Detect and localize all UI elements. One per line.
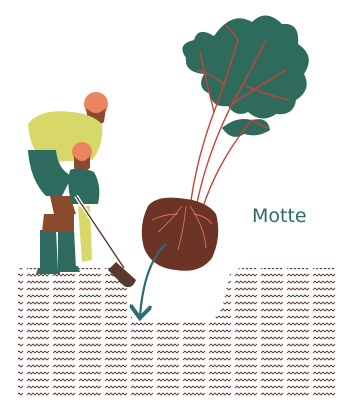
tree-foliage: [182, 15, 308, 210]
root-ball-label: Motte: [252, 205, 307, 227]
soil-ground: [18, 268, 338, 398]
